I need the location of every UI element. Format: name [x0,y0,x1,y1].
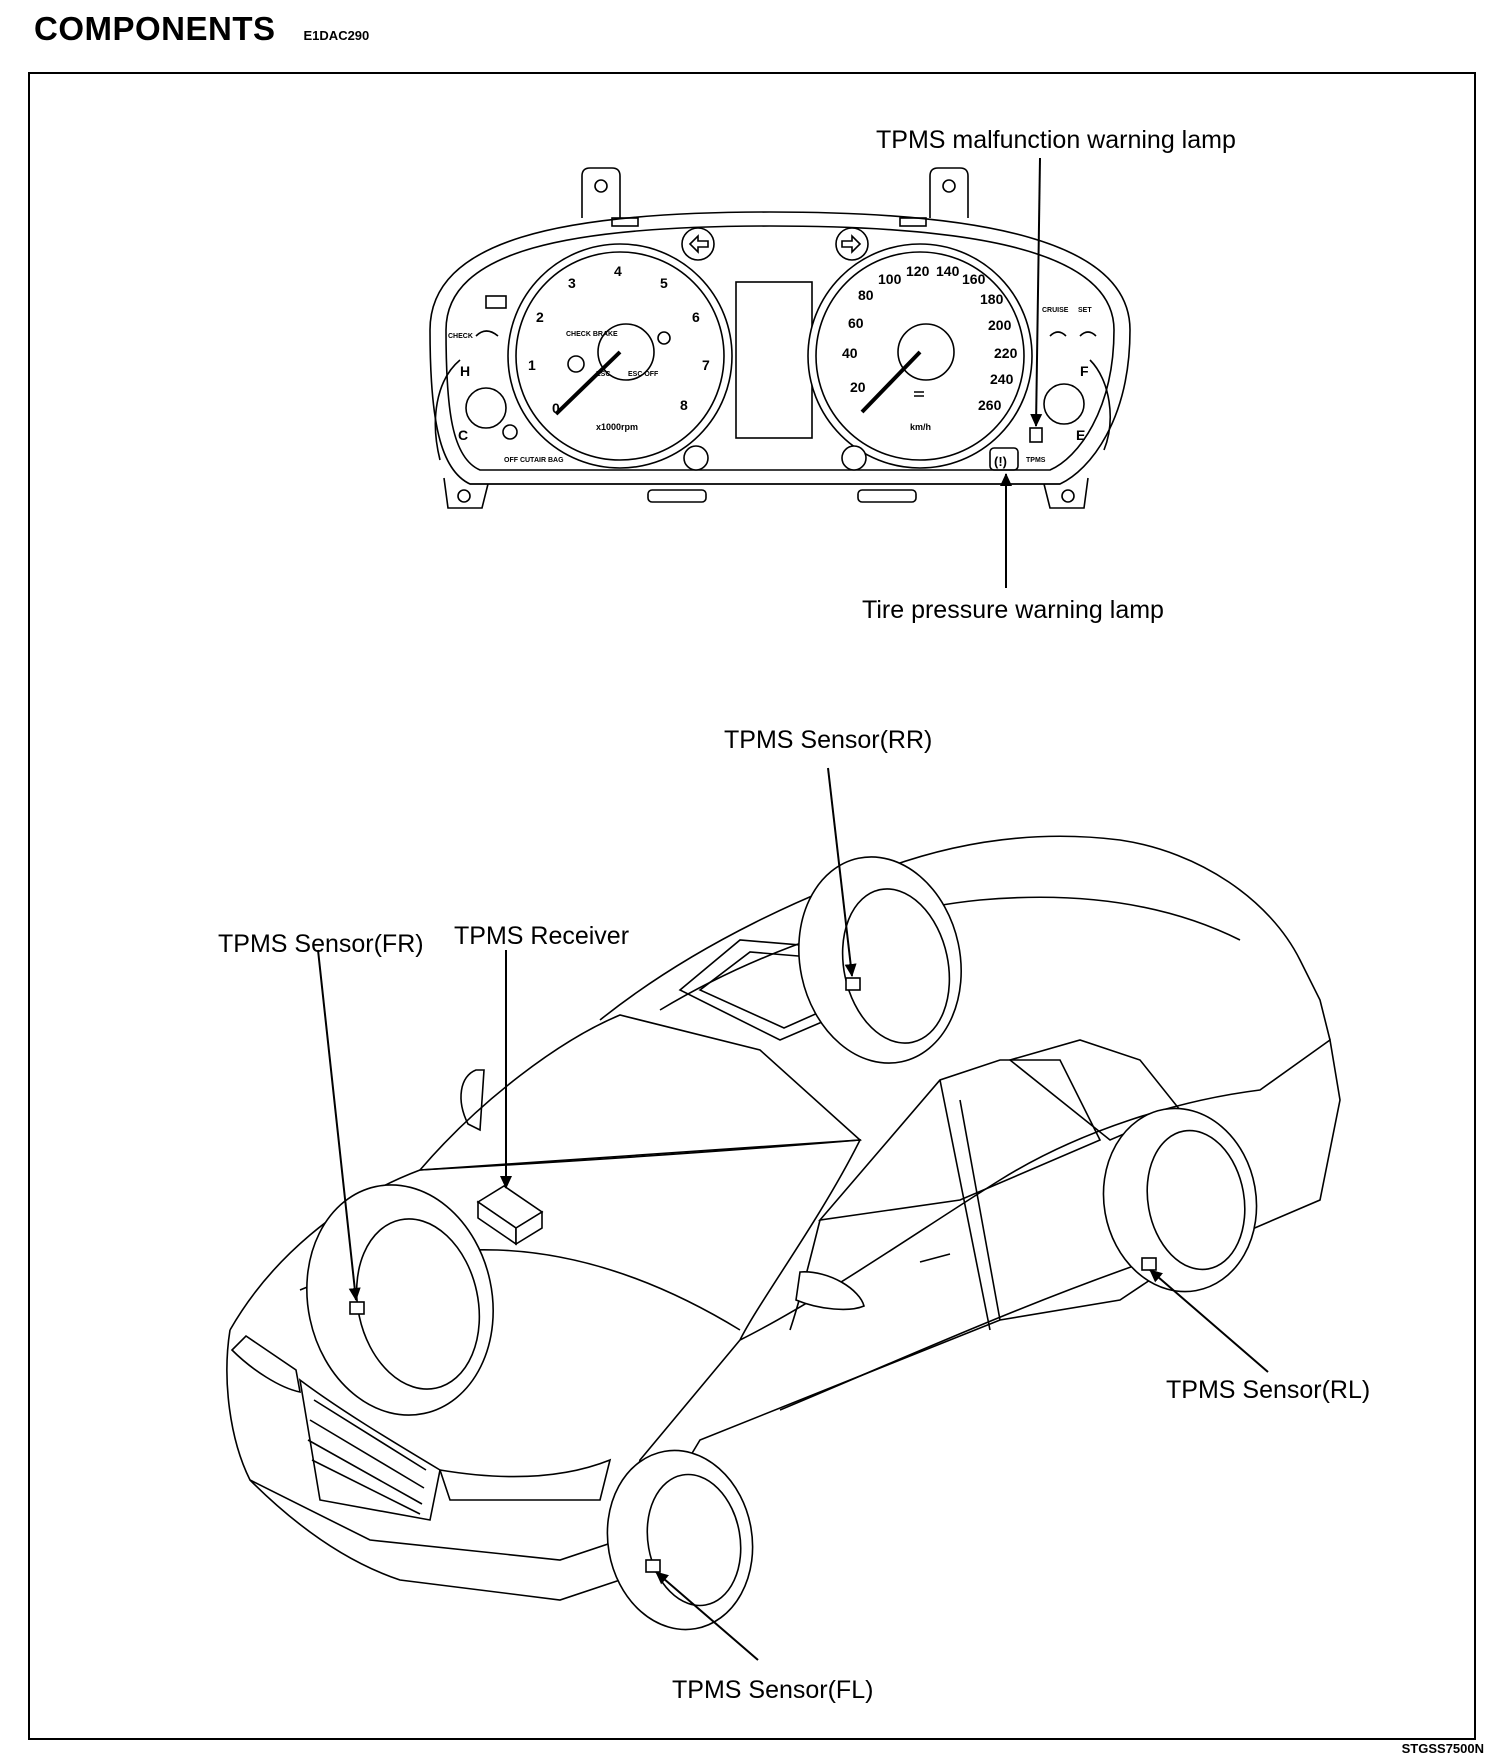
arrow-sensor-fl [655,1571,759,1661]
wheel-front-right [306,1184,494,1416]
headlight-right [438,1458,612,1501]
svg-text:TPMS: TPMS [1026,457,1046,464]
turn-right-arrow-icon [835,227,869,261]
headlight-left [230,1334,301,1394]
svg-text:8: 8 [680,397,688,413]
svg-text:F: F [1080,363,1089,379]
label-sensor-fr: TPMS Sensor(FR) [218,930,424,958]
header: COMPONENTS E1DAC290 [34,10,369,50]
tpms-sensor-fr-icon [349,1301,365,1315]
arrow-sensor-rr [827,767,857,977]
label-sensor-rl: TPMS Sensor(RL) [1166,1376,1371,1404]
svg-text:40: 40 [842,345,858,361]
svg-text:C: C [458,427,468,443]
svg-text:SET: SET [1078,307,1092,314]
svg-text:6: 6 [692,309,700,325]
tpms-sensor-fl-icon [645,1559,661,1573]
label-malfunction-lamp: TPMS malfunction warning lamp [876,126,1236,154]
fuel-gauge [1043,383,1085,425]
diagram-frame [28,72,1476,1740]
svg-text:100: 100 [878,271,902,287]
temp-gauge [465,387,507,429]
svg-text:CHECK: CHECK [448,333,473,340]
speed-needle [860,350,922,414]
wheel-front-left [606,1449,754,1631]
svg-text:4: 4 [614,263,622,279]
svg-text:CHECK BRAKE: CHECK BRAKE [566,331,618,338]
svg-text:AIR BAG: AIR BAG [534,457,564,464]
svg-text:160: 160 [962,271,986,287]
side-window-front [818,1059,1102,1222]
svg-text:1: 1 [528,357,536,373]
svg-text:H: H [460,363,470,379]
fog-lamp-icon [683,445,709,471]
svg-text:ESC OFF: ESC OFF [628,371,659,378]
arrow-malfunction-lamp [1030,157,1043,427]
svg-text:240: 240 [990,371,1014,387]
mount-tab-bottom-right [1043,477,1089,509]
rear-fog-icon [841,445,867,471]
label-receiver: TPMS Receiver [454,922,630,950]
figure-code: STGSS7500N [1401,1741,1484,1756]
svg-text:5: 5 [660,275,668,291]
car-outline [226,835,1341,1631]
seatbelt-icon [657,331,671,345]
svg-text:CRUISE: CRUISE [1042,307,1069,314]
side-mirror [795,1271,865,1311]
arrow-sensor-fr [317,949,361,1301]
svg-text:x1000rpm: x1000rpm [596,422,638,432]
center-display [735,281,813,439]
wheel-rear-right [798,856,962,1064]
svg-text:120: 120 [906,263,930,279]
svg-text:2: 2 [536,309,544,325]
svg-text:20: 20 [850,379,866,395]
svg-text:OFF CUT: OFF CUT [504,457,535,464]
coolant-icon [502,424,518,440]
svg-text:km/h: km/h [910,422,931,432]
instrument-cluster: 0 1 2 3 4 5 6 7 8 x1000rpm ESC ESC OFF C… [429,167,1131,509]
tach-needle [554,350,622,416]
tpms-malfunction-lamp-icon [1029,427,1043,443]
headlight-icon [914,391,924,397]
svg-text:60: 60 [848,315,864,331]
svg-text:E: E [1076,427,1085,443]
svg-text:220: 220 [994,345,1018,361]
svg-text:(!): (!) [994,454,1007,469]
svg-text:180: 180 [980,291,1004,307]
svg-text:260: 260 [978,397,1002,413]
tpms-sensor-rl-icon [1141,1257,1157,1271]
page-title: COMPONENTS [34,10,276,47]
mount-tab-top-left [581,167,621,218]
oil-can-icon [475,330,499,337]
svg-text:ESC: ESC [596,371,610,378]
mount-tab-top-right [929,167,969,218]
arrow-sensor-rl [1149,1269,1269,1373]
svg-text:3: 3 [568,275,576,291]
windshield [418,1014,862,1171]
label-pressure-lamp: Tire pressure warning lamp [862,596,1164,624]
turn-left-arrow-icon [681,227,715,261]
tpms-sensor-rr-icon [845,977,861,991]
label-sensor-fl: TPMS Sensor(FL) [672,1676,874,1704]
svg-text:140: 140 [936,263,960,279]
section-code: E1DAC290 [303,28,370,43]
side-window-rear [1008,1039,1182,1141]
mount-tab-bottom-left [443,477,489,509]
svg-text:0: 0 [552,400,560,416]
wheel-rear-left [1102,1107,1258,1293]
svg-text:200: 200 [988,317,1012,333]
svg-text:80: 80 [858,287,874,303]
abs-icon [567,355,585,373]
battery-icon [485,295,507,309]
svg-text:7: 7 [702,357,710,373]
label-sensor-rr: TPMS Sensor(RR) [724,726,933,754]
